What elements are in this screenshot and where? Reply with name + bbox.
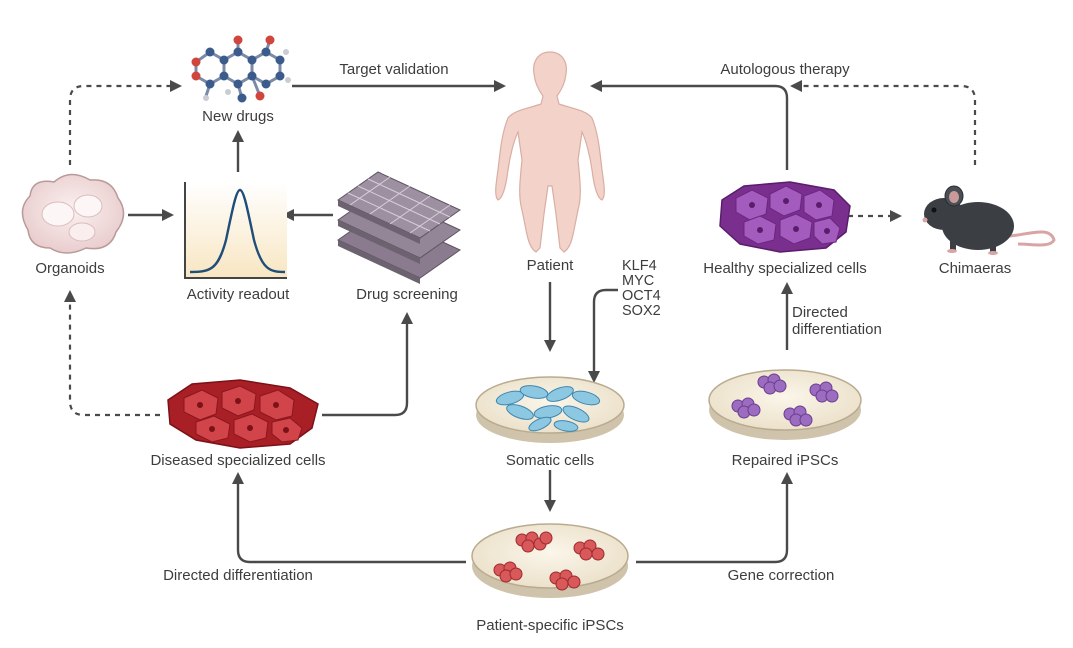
- patient-label: Patient: [527, 257, 575, 274]
- arrow-autologous-therapy: [600, 84, 789, 170]
- factor-label: MYC: [622, 273, 654, 289]
- factor-label: SOX2: [622, 303, 661, 319]
- repaired-ipscs-label: Repaired iPSCs: [732, 452, 839, 469]
- activity-readout-label: Activity readout: [187, 286, 290, 303]
- arrow-diseased-to-organoids: [68, 300, 160, 417]
- healthy-cells-label: Healthy specialized cells: [703, 260, 866, 277]
- molecule-icon: [191, 35, 291, 103]
- mouse-icon: [922, 185, 1056, 255]
- factor-label: OCT4: [622, 288, 661, 304]
- connectors: [64, 80, 977, 564]
- directed-differentiation-right-label-1: Directed: [792, 304, 848, 321]
- arrow-gene-correction: [636, 482, 789, 564]
- arrow-ipscs-to-diseased: [236, 482, 466, 564]
- directed-differentiation-right-label-2: differentiation: [792, 321, 882, 338]
- somatic-cells-label: Somatic cells: [506, 452, 594, 469]
- activity-readout-chart-icon: [184, 182, 287, 279]
- target-validation-label: Target validation: [339, 61, 448, 78]
- diseased-cells-label: Diseased specialized cells: [150, 452, 325, 469]
- organoids-label: Organoids: [35, 260, 104, 277]
- factor-label: KLF4: [622, 258, 657, 274]
- arrow-chimaeras-dashed: [800, 84, 977, 165]
- patient-ipscs-dish-icon: [471, 523, 629, 598]
- patient-ipscs-label: Patient-specific iPSCs: [476, 617, 624, 634]
- healthy-cells-icon: [719, 181, 851, 253]
- repaired-ipscs-dish-icon: [708, 369, 862, 440]
- arrow-factors-to-somatic: [592, 288, 618, 373]
- arrow-diseased-to-screening: [322, 322, 409, 417]
- directed-differentiation-left-label: Directed differentiation: [163, 567, 313, 584]
- patient-figure-icon: [495, 51, 605, 253]
- organoid-icon: [21, 173, 125, 254]
- chimaeras-label: Chimaeras: [939, 260, 1012, 277]
- well-plates-icon: [337, 171, 461, 284]
- diseased-cells-icon: [167, 379, 319, 449]
- autologous-therapy-label: Autologous therapy: [720, 61, 850, 78]
- arrow-organoids-dashed: [68, 84, 172, 165]
- gene-correction-label: Gene correction: [728, 567, 835, 584]
- new-drugs-label: New drugs: [202, 108, 274, 125]
- drug-screening-label: Drug screening: [356, 286, 458, 303]
- reprogramming-factors: KLF4 MYC OCT4 SOX2: [622, 258, 661, 319]
- somatic-cells-dish-icon: [475, 376, 625, 443]
